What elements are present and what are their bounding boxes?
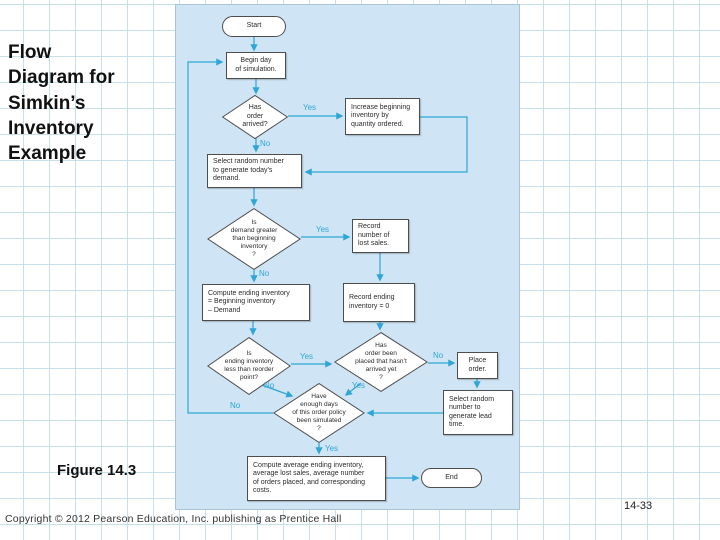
flow-node-has-order-arrived-label: Has order arrived? [242, 104, 268, 129]
edge-label-no-enough-days: No [230, 401, 241, 410]
flow-node-is-demand-greater: Is demand greater than beginning invento… [207, 208, 301, 270]
diamond-shape [334, 332, 428, 392]
diamond-shape [273, 383, 365, 443]
flow-node-compute-averages: Compute average ending inventory, averag… [247, 456, 386, 501]
flow-node-place-order: Place order. [457, 352, 498, 379]
page-number: 14-33 [624, 500, 653, 512]
flow-node-record-ending-zero: Record ending inventory = 0 [343, 283, 415, 322]
flow-node-is-ending-less-label: Is ending inventory less than reorder po… [224, 350, 274, 381]
edge-label-no-demand-greater: No [259, 269, 270, 278]
flow-node-record-lost-sales: Record number of lost sales. [352, 219, 409, 253]
flow-node-compute-ending-label: Compute ending inventory = Beginning inv… [208, 289, 290, 314]
edge-label-no-order-arrived: No [260, 139, 271, 148]
flow-node-begin-day: Begin day of simulation. [226, 52, 286, 79]
flow-node-select-lead-time: Select random number to generate lead ti… [443, 390, 513, 435]
flow-node-has-order-placed-label: Has order been placed that hasn’t arrive… [355, 342, 407, 381]
edge-label-yes-order-placed: Yes [352, 381, 366, 390]
flow-node-end-label: End [445, 473, 458, 481]
flow-node-begin-day-label: Begin day of simulation. [235, 57, 277, 73]
flow-node-record-ending-zero-label: Record ending inventory = 0 [349, 294, 395, 310]
edge-label-no-order-placed: No [433, 351, 444, 360]
flow-node-start: Start [222, 16, 286, 37]
edge-label-yes-ending-less: Yes [300, 352, 314, 361]
flow-node-increase-inventory: Increase beginning inventory by quantity… [345, 98, 420, 135]
flow-node-enough-days: Have enough days of this order policy be… [273, 383, 365, 443]
edge-label-yes-demand-greater: Yes [316, 225, 330, 234]
flow-node-enough-days-label: Have enough days of this order policy be… [292, 393, 346, 432]
edge-label-yes-enough-days: Yes [325, 444, 339, 453]
edge-label-yes-order-arrived: Yes [303, 103, 317, 112]
flow-node-compute-ending: Compute ending inventory = Beginning inv… [202, 284, 310, 321]
flow-node-start-label: Start [246, 22, 262, 30]
flow-node-is-demand-greater-label: Is demand greater than beginning invento… [230, 219, 278, 258]
flow-node-select-demand: Select random number to generate today’s… [207, 154, 302, 188]
flow-node-compute-averages-label: Compute average ending inventory, averag… [253, 461, 366, 494]
slide-title: Flow Diagram for Simkin’s Inventory Exam… [8, 42, 115, 165]
flow-node-increase-inventory-label: Increase beginning inventory by quantity… [351, 103, 411, 128]
flow-node-select-demand-label: Select random number to generate today’s… [213, 158, 284, 183]
flow-node-select-lead-time-label: Select random number to generate lead ti… [449, 395, 495, 428]
edge-label-no-ending-less: No [264, 381, 275, 390]
flow-node-place-order-label: Place order. [468, 357, 487, 373]
flow-node-end: End [421, 468, 482, 488]
copyright-line: Copyright © 2012 Pearson Education, Inc.… [5, 513, 342, 525]
flow-node-record-lost-sales-label: Record number of lost sales. [358, 223, 390, 248]
flow-node-has-order-arrived: Has order arrived? [222, 95, 288, 139]
flow-node-has-order-placed: Has order been placed that hasn’t arrive… [334, 332, 428, 392]
figure-caption: Figure 14.3 [57, 462, 137, 479]
